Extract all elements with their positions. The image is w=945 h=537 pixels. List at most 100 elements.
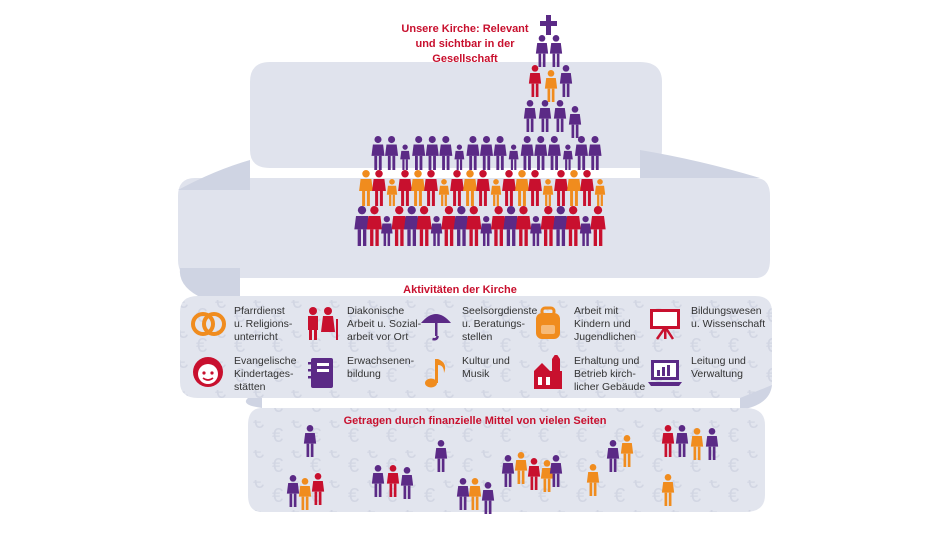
steeple-person-icon [559, 65, 573, 97]
notebook-icon [308, 358, 333, 388]
church-person-icon [567, 170, 581, 206]
umbrella-icon [421, 314, 451, 341]
steeple-person-icon [544, 70, 558, 102]
presentation-board-icon [650, 309, 680, 340]
activities-title: Aktivitäten der Kirche [403, 284, 517, 296]
steeple-person-icon [553, 100, 567, 132]
steeple-person-icon [523, 100, 537, 132]
church-person-icon [588, 136, 602, 170]
church-person-icon [372, 170, 386, 206]
ribbon-band-top [250, 62, 662, 168]
ribbon-fold-3 [179, 268, 240, 296]
funding-person-icon [514, 452, 528, 484]
funding-person-icon [286, 475, 300, 507]
funding-person-icon [586, 464, 600, 496]
church-person-icon [466, 136, 480, 170]
church-person-icon [553, 206, 569, 246]
church-person-icon [476, 170, 490, 206]
church-person-icon [359, 170, 373, 206]
funding-person-icon [527, 458, 541, 490]
church-person-icon [441, 206, 457, 246]
church-person-icon [391, 206, 407, 246]
funding-person-icon [434, 440, 448, 472]
funding-title: Getragen durch finanzielle Mittel von vi… [343, 415, 607, 427]
church-person-icon [502, 170, 516, 206]
funding-person-icon [606, 440, 620, 472]
steeple-person-icon [528, 65, 542, 97]
church-person-icon [534, 136, 548, 170]
steeple-person-icon [538, 100, 552, 132]
church-person-icon [580, 170, 594, 206]
funding-person-icon [298, 478, 312, 510]
church-person-icon [579, 216, 592, 246]
activity-label: Leitung und Verwaltung [691, 355, 746, 380]
activity-label: Pfarrdienst u. Religions- unterricht [234, 305, 293, 343]
church-person-icon [354, 206, 370, 246]
girl-face-icon [193, 357, 223, 387]
funding-person-icon [386, 465, 400, 497]
ribbon-fold-4 [740, 385, 772, 410]
funding-person-icon [481, 482, 495, 514]
ribbon-fold-1 [640, 150, 760, 178]
church-person-icon [371, 136, 385, 170]
church-person-icon [574, 136, 588, 170]
church-person-icon [503, 206, 519, 246]
funding-person-icon [675, 425, 689, 457]
laptop-chart-icon [648, 360, 682, 386]
church-person-icon [565, 206, 581, 246]
church-person-icon [542, 179, 554, 206]
church-person-icon [412, 136, 426, 170]
backpack-icon [536, 306, 560, 339]
church-person-icon [400, 144, 411, 170]
church-person-icon [439, 136, 453, 170]
church-person-icon [416, 206, 432, 246]
church-person-icon [386, 179, 398, 206]
music-note-icon [425, 359, 446, 388]
funding-person-icon [620, 435, 634, 467]
activity-label: Diakonische Arbeit u. Sozial- arbeit vor… [347, 305, 422, 343]
church-title: Unsere Kirche: Relevant und sichtbar in … [401, 23, 529, 65]
church-person-icon [366, 206, 383, 246]
church-person-icon [508, 144, 519, 170]
church-person-icon [385, 136, 399, 170]
steeple-person-icon [568, 106, 582, 138]
church-person-icon [490, 206, 507, 246]
funding-person-icon [303, 425, 317, 457]
church-person-icon [411, 170, 425, 206]
rings-icon [191, 312, 226, 336]
funding-person-icon [690, 428, 704, 460]
activity-label: Erhaltung und Betrieb kirch- licher Gebä… [574, 355, 646, 393]
activity-label: Arbeit mit Kindern und Jugendlichen [574, 305, 636, 343]
elderly-couple-icon [308, 307, 338, 340]
church-person-icon [515, 170, 529, 206]
church-person-icon [479, 136, 494, 170]
church-person-icon [547, 136, 561, 170]
funding-person-icon [661, 425, 675, 457]
church-person-icon [530, 216, 542, 246]
church-person-icon [562, 144, 573, 170]
funding-person-icon [456, 478, 470, 510]
church-person-icon [463, 170, 477, 206]
activity-label: Bildungswesen u. Wissenschaft [691, 305, 766, 330]
church-person-icon [590, 206, 606, 246]
cross-icon [540, 15, 557, 35]
activity-label: Evangelische Kindertages- stätten [234, 355, 297, 393]
church-person-icon [594, 179, 606, 206]
church-person-icon [450, 170, 464, 206]
funding-person-icon [501, 455, 515, 487]
church-building-icon [534, 355, 562, 389]
church-person-icon [490, 179, 502, 206]
funding-person-icon [661, 474, 675, 506]
steeple-person-icon [549, 35, 563, 67]
church-person-icon [398, 170, 412, 206]
activity-label: Kultur und Musik [462, 355, 510, 380]
ribbon-fold-5 [245, 398, 262, 408]
activity-label: Seelsorgdienste u. Beratungs- stellen [462, 305, 538, 343]
ribbon-fold-2 [178, 160, 250, 190]
church-person-icon [404, 206, 420, 246]
church-person-icon [430, 216, 443, 246]
funding-person-icon [468, 478, 482, 510]
funding-person-icon [549, 455, 563, 487]
